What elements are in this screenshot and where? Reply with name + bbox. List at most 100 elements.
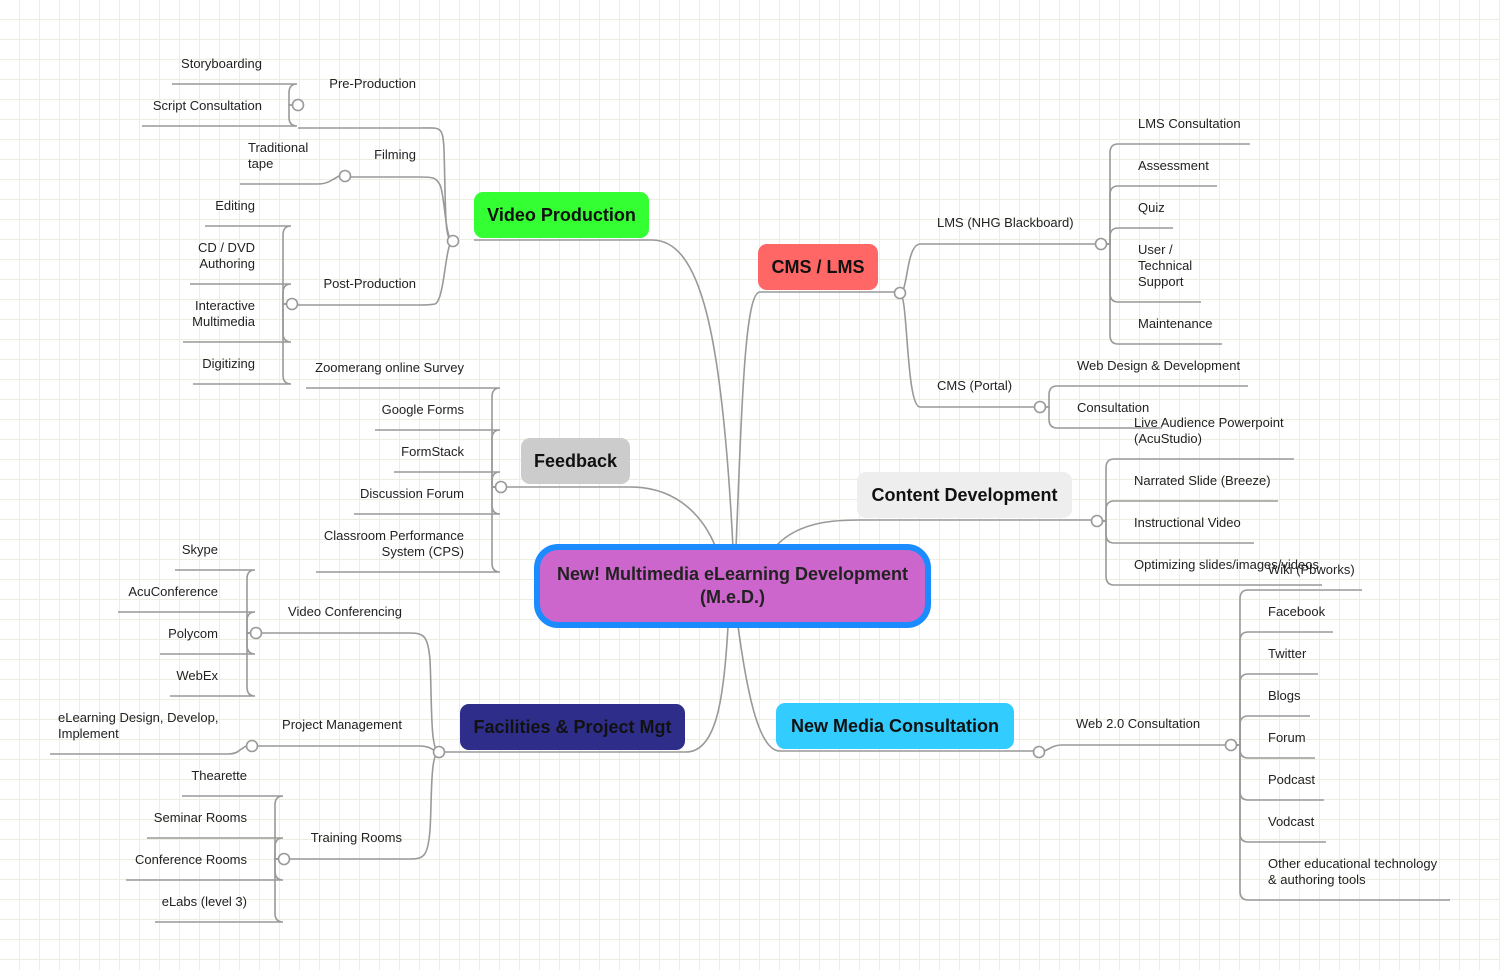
branch-filming-label[interactable]: Filming xyxy=(374,147,416,163)
connector-lines xyxy=(50,83,1450,923)
leaf-web20-0-line: Wiki (Pbworks) xyxy=(1268,562,1355,577)
junction-new-media[interactable] xyxy=(1032,745,1046,759)
leaf-lms-1[interactable]: Assessment xyxy=(1138,158,1209,174)
leaf-line xyxy=(1096,458,1294,522)
topic-cms-lms[interactable]: CMS / LMS xyxy=(758,244,878,290)
leaf-feedback-2[interactable]: FormStack xyxy=(401,444,464,460)
junction-video-production[interactable] xyxy=(446,234,460,248)
leaf-line xyxy=(175,569,256,634)
leaf-script-consultation[interactable]: Script Consultation xyxy=(153,98,262,114)
connector-facilities xyxy=(439,625,729,753)
connector-new-media xyxy=(737,625,1039,752)
leaf-storyboarding[interactable]: Storyboarding xyxy=(181,56,262,72)
leaf-cms-0[interactable]: Web Design & Development xyxy=(1077,358,1240,374)
branch-project-management-label[interactable]: Project Management xyxy=(282,717,402,733)
connector-video-production xyxy=(474,239,734,549)
leaf-web20-2[interactable]: Twitter xyxy=(1268,646,1306,662)
junction-content-development[interactable] xyxy=(1090,514,1104,528)
junction-filming[interactable] xyxy=(338,169,352,183)
leaf-lms-4-line: Maintenance xyxy=(1138,316,1213,331)
junction-feedback[interactable] xyxy=(494,480,508,494)
junction-cms[interactable] xyxy=(1033,400,1047,414)
junction-project-management[interactable] xyxy=(245,739,259,753)
leaf-editing[interactable]: Editing xyxy=(215,198,255,214)
leaf-cd-3-line: Optimizing slides/images/videos xyxy=(1134,557,1319,572)
leaf-vc-3[interactable]: WebEx xyxy=(176,668,218,684)
branch-pre-production-label[interactable]: Pre-Production xyxy=(329,76,416,92)
branch-video-conferencing-label[interactable]: Video Conferencing xyxy=(288,604,402,620)
branch-post-production xyxy=(292,240,454,306)
junction-video-conferencing[interactable] xyxy=(249,626,263,640)
topic-video-production[interactable]: Video Production xyxy=(474,192,649,238)
leaf-interactive-multimedia-line: Multimedia xyxy=(192,314,255,329)
leaf-vc-1[interactable]: AcuConference xyxy=(128,584,218,600)
leaf-vc-2-line: Polycom xyxy=(168,626,218,641)
branch-training-rooms-label[interactable]: Training Rooms xyxy=(311,830,402,846)
leaf-lms-0[interactable]: LMS Consultation xyxy=(1138,116,1241,132)
branch-post-production-label[interactable]: Post-Production xyxy=(324,276,417,292)
leaf-cd-0-line: (AcuStudio) xyxy=(1134,431,1202,446)
central-topic[interactable]: New! Multimedia eLearning Development (M… xyxy=(534,544,931,628)
leaf-tr-0[interactable]: Thearette xyxy=(191,768,247,784)
leaf-tr-1[interactable]: Seminar Rooms xyxy=(154,810,247,826)
branch-filming-label-line: Filming xyxy=(374,147,416,162)
leaf-web20-6-line: Vodcast xyxy=(1268,814,1315,829)
junction-lms[interactable] xyxy=(1094,237,1108,251)
junction-post-production[interactable] xyxy=(285,297,299,311)
leaf-web20-4[interactable]: Forum xyxy=(1268,730,1306,746)
leaf-cms-1[interactable]: Consultation xyxy=(1077,400,1149,416)
junction-training-rooms[interactable] xyxy=(277,852,291,866)
topic-new-media[interactable]: New Media Consultation xyxy=(776,703,1014,749)
branch-cms-label[interactable]: CMS (Portal) xyxy=(937,378,1012,394)
junction-web20[interactable] xyxy=(1224,738,1238,752)
leaf-web20-7[interactable]: Other educational technology& authoring … xyxy=(1268,856,1437,888)
leaf-web20-6[interactable]: Vodcast xyxy=(1268,814,1314,830)
leaf-line xyxy=(182,795,284,860)
leaf-vc-2[interactable]: Polycom xyxy=(168,626,218,642)
branch-project-management-label-line: Project Management xyxy=(282,717,402,732)
branch-project-management xyxy=(252,745,440,753)
junction-facilities[interactable] xyxy=(432,745,446,759)
topic-facilities[interactable]: Facilities & Project Mgt xyxy=(460,704,685,750)
leaf-cd-0[interactable]: Live Audience Powerpoint(AcuStudio) xyxy=(1134,415,1284,447)
leaf-cd-3[interactable]: Optimizing slides/images/videos xyxy=(1134,557,1319,573)
branch-web20 xyxy=(1038,744,1231,753)
leaf-cd-1[interactable]: Narrated Slide (Breeze) xyxy=(1134,473,1271,489)
leaf-line xyxy=(240,175,340,185)
topic-feedback[interactable]: Feedback xyxy=(521,438,630,484)
leaf-feedback-0[interactable]: Zoomerang online Survey xyxy=(315,360,464,376)
leaf-feedback-2-line: FormStack xyxy=(401,444,464,459)
leaf-tr-1-line: Seminar Rooms xyxy=(153,810,247,825)
topic-new-media-label: New Media Consultation xyxy=(790,715,999,736)
leaf-vc-0[interactable]: Skype xyxy=(182,542,218,558)
branch-web20-label[interactable]: Web 2.0 Consultation xyxy=(1076,716,1200,732)
leaf-digitizing[interactable]: Digitizing xyxy=(202,356,255,372)
junction-pre-production[interactable] xyxy=(291,98,305,112)
leaf-tr-3[interactable]: eLabs (level 3) xyxy=(162,894,247,910)
leaf-elearning-design-line: eLearning Design, Develop, xyxy=(58,710,219,725)
leaf-feedback-1[interactable]: Google Forms xyxy=(382,402,464,418)
branch-pre-production-label-line: Pre-Production xyxy=(329,76,416,91)
leaf-lms-2[interactable]: Quiz xyxy=(1138,200,1165,216)
junction-cms-lms[interactable] xyxy=(893,286,907,300)
leaf-feedback-3[interactable]: Discussion Forum xyxy=(360,486,464,502)
leaf-web20-3[interactable]: Blogs xyxy=(1268,688,1301,704)
leaf-tr-2[interactable]: Conference Rooms xyxy=(135,852,247,868)
leaf-web20-5[interactable]: Podcast xyxy=(1268,772,1315,788)
leaf-elearning-design[interactable]: eLearning Design, Develop,Implement xyxy=(58,710,218,742)
leaf-web20-1[interactable]: Facebook xyxy=(1268,604,1325,620)
leaf-cd-2[interactable]: Instructional Video xyxy=(1134,515,1241,531)
branch-lms xyxy=(899,243,1101,294)
leaf-lms-3-line: User / xyxy=(1138,242,1173,257)
leaf-line xyxy=(155,858,284,923)
leaf-lms-4[interactable]: Maintenance xyxy=(1138,316,1212,332)
branch-lms-label[interactable]: LMS (NHG Blackboard) xyxy=(937,215,1074,231)
topic-content-development[interactable]: Content Development xyxy=(857,472,1072,518)
leaf-web20-0[interactable]: Wiki (Pbworks) xyxy=(1268,562,1355,578)
branch-training-rooms-label-line: Training Rooms xyxy=(310,830,402,845)
